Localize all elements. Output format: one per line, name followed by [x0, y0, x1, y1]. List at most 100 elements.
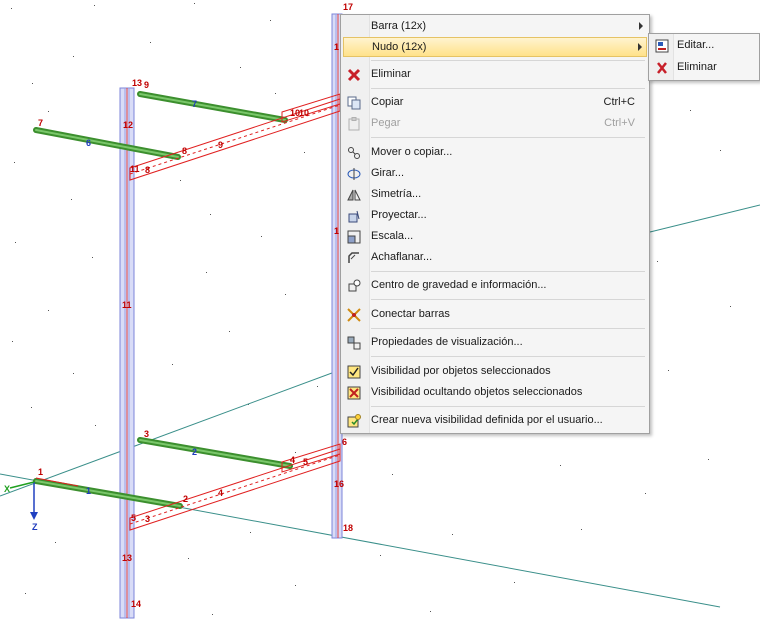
- menu-item-pegar[interactable]: Pegar Ctrl+V: [343, 114, 647, 134]
- rotate-icon: [345, 165, 363, 183]
- menu-item-label: Escala...: [371, 230, 414, 242]
- node-label: 14: [131, 599, 141, 609]
- menu-item-eliminar[interactable]: Eliminar: [343, 65, 647, 85]
- menu-item-achaflanar[interactable]: Achaflanar...: [343, 248, 647, 268]
- node-label: 11: [130, 164, 140, 174]
- menu-item-label: Achaflanar...: [371, 251, 433, 263]
- menu-item-escala[interactable]: Escala...: [343, 227, 647, 247]
- submenu-arrow-icon: [639, 22, 643, 30]
- menu-item-label: Visibilidad por objetos seleccionados: [371, 365, 551, 377]
- menu-item-label: Girar...: [371, 167, 405, 179]
- node-label: 13: [132, 78, 142, 88]
- node-label: 18: [343, 523, 353, 533]
- member-label: 2: [192, 447, 197, 457]
- center-of-gravity-icon: [345, 277, 363, 295]
- grid-points: [11, 3, 731, 615]
- menu-item-mover-copiar[interactable]: Mover o copiar...: [343, 143, 647, 163]
- menu-item-simetria[interactable]: Simetría...: [343, 185, 647, 205]
- node-labels: 1 2 3 4 5 6 7 8 9 10 11 12 13 14 16 17 1…: [38, 2, 353, 609]
- member-labels: 1 2 3 4 5 6 7 8 9 10 11 1 1 13: [86, 42, 339, 563]
- project-icon: [345, 207, 363, 225]
- member-label: 4: [218, 488, 223, 498]
- copy-icon: [345, 94, 363, 112]
- mirror-icon: [345, 186, 363, 204]
- submenu-item-editar[interactable]: Editar...: [651, 36, 757, 56]
- menu-item-label: Conectar barras: [371, 308, 450, 320]
- green-members[interactable]: [33, 91, 293, 509]
- coordinate-axes: Z X: [4, 481, 38, 532]
- member-label: 7: [192, 99, 197, 109]
- display-properties-icon: [345, 334, 363, 352]
- node-label: 2: [183, 494, 188, 504]
- member-label: 10: [299, 108, 309, 118]
- member-label: 3: [145, 514, 150, 524]
- menu-item-conectar-barras[interactable]: Conectar barras: [343, 305, 647, 325]
- menu-item-label: Proyectar...: [371, 209, 427, 221]
- member-label: 1: [86, 486, 91, 496]
- member-label: 13: [122, 553, 132, 563]
- delete-icon: [654, 60, 670, 76]
- menu-separator: [371, 88, 645, 89]
- menu-separator: [371, 137, 645, 138]
- menu-item-nudo[interactable]: Nudo (12x): [343, 37, 647, 57]
- menu-item-proyectar[interactable]: Proyectar...: [343, 206, 647, 226]
- menu-item-shortcut: Ctrl+C: [603, 96, 635, 108]
- scale-icon: [345, 228, 363, 246]
- menu-item-label: Centro de gravedad e información...: [371, 279, 547, 291]
- node-label: 6: [342, 437, 347, 447]
- connect-members-icon: [345, 306, 363, 324]
- member-label: 5: [303, 457, 308, 467]
- member-label: 8: [145, 165, 150, 175]
- node-label: 7: [38, 118, 43, 128]
- delete-icon: [345, 66, 363, 84]
- member-label: 9: [218, 140, 223, 150]
- menu-item-centro-gravedad[interactable]: Centro de gravedad e información...: [343, 276, 647, 296]
- menu-item-shortcut: Ctrl+V: [604, 117, 635, 129]
- member-label: 11: [122, 300, 132, 310]
- submenu-item-eliminar[interactable]: Eliminar: [651, 58, 757, 78]
- node-label: 9: [144, 80, 149, 90]
- node-label: 8: [182, 146, 187, 156]
- node-label: 5: [131, 513, 136, 523]
- axis-label-z: Z: [32, 522, 38, 532]
- move-icon: [345, 144, 363, 162]
- menu-separator: [371, 328, 645, 329]
- menu-item-label: Barra (12x): [371, 20, 427, 32]
- menu-item-girar[interactable]: Girar...: [343, 164, 647, 184]
- axis-label-x: X: [4, 484, 10, 494]
- member-label: 6: [86, 138, 91, 148]
- menu-item-visibilidad-ocultando[interactable]: Visibilidad ocultando objetos selecciona…: [343, 383, 647, 403]
- column-left[interactable]: [119, 87, 135, 619]
- menu-separator: [371, 356, 645, 357]
- node-label: 16: [334, 479, 344, 489]
- node-label: 17: [343, 2, 353, 12]
- menu-item-visibilidad-seleccionados[interactable]: Visibilidad por objetos seleccionados: [343, 362, 647, 382]
- member-label: 1: [334, 42, 339, 52]
- node-label: 3: [144, 429, 149, 439]
- node-label: 4: [290, 455, 295, 465]
- menu-item-label: Simetría...: [371, 188, 422, 200]
- context-menu: Barra (12x) Nudo (12x) Eliminar Copiar C…: [340, 14, 650, 434]
- visibility-selected-icon: [345, 363, 363, 381]
- menu-item-propiedades-visualizacion[interactable]: Propiedades de visualización...: [343, 333, 647, 353]
- menu-item-crear-visibilidad[interactable]: Crear nueva visibilidad definida por el …: [343, 411, 647, 431]
- menu-item-label: Visibilidad ocultando objetos selecciona…: [371, 386, 583, 398]
- menu-item-label: Copiar: [371, 96, 404, 108]
- submenu-item-label: Eliminar: [677, 61, 717, 73]
- node-label: 12: [123, 120, 133, 130]
- menu-item-copiar[interactable]: Copiar Ctrl+C: [343, 93, 647, 113]
- paste-icon: [345, 115, 363, 133]
- submenu-arrow-icon: [638, 43, 642, 51]
- menu-item-barra[interactable]: Barra (12x): [343, 17, 647, 37]
- menu-separator: [371, 299, 645, 300]
- member-label: 1: [334, 226, 339, 236]
- menu-item-label: Pegar: [371, 117, 401, 129]
- submenu-item-label: Editar...: [677, 39, 715, 51]
- menu-separator: [371, 60, 645, 61]
- menu-item-label: Eliminar: [371, 68, 411, 80]
- menu-item-label: Crear nueva visibilidad definida por el …: [371, 414, 603, 426]
- menu-item-label: Nudo (12x): [372, 41, 427, 53]
- visibility-hide-icon: [345, 384, 363, 402]
- node-label: 10: [290, 108, 300, 118]
- menu-separator: [371, 271, 645, 272]
